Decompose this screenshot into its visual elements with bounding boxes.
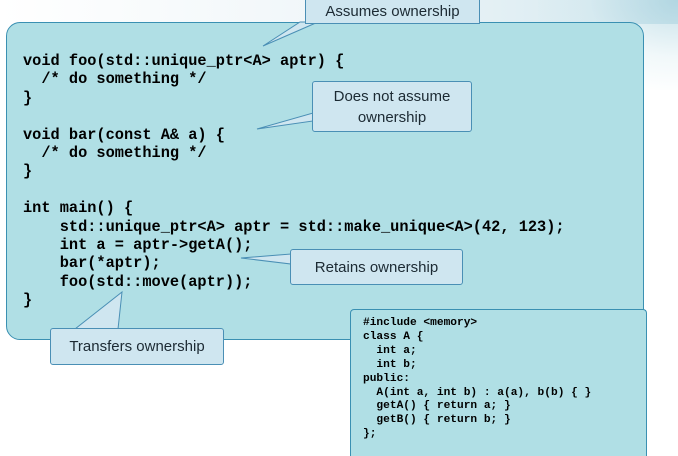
class-definition-panel — [350, 309, 647, 456]
does-not-assume-ownership-callout: Does not assume ownership — [312, 81, 472, 132]
retains-pointer — [240, 253, 292, 265]
class-definition-code: #include <memory> class A { int a; int b… — [363, 317, 592, 441]
main-code-listing: void foo(std::unique_ptr<A> aptr) { /* d… — [23, 52, 565, 310]
assumes-pointer — [262, 21, 319, 47]
transfers-pointer — [73, 290, 123, 330]
retains-ownership-callout: Retains ownership — [290, 249, 463, 285]
assumes-ownership-callout: Assumes ownership — [305, 0, 480, 24]
main-code-panel — [6, 22, 644, 340]
does-not-assume-pointer — [256, 112, 314, 130]
transfers-ownership-callout: Transfers ownership — [50, 328, 224, 365]
